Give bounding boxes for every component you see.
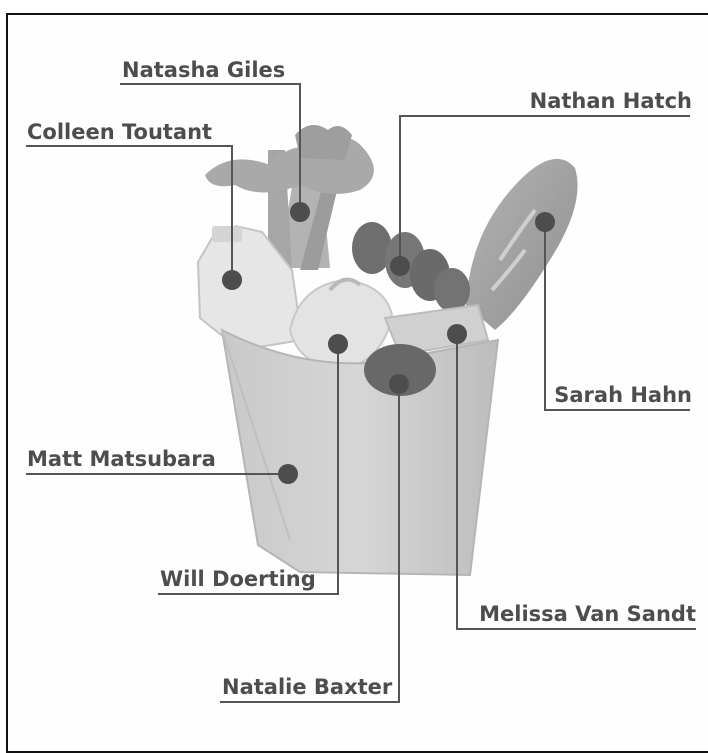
marker-sarah [535,212,555,232]
label-melissa: Melissa Van Sandt [479,602,696,626]
marker-matt [278,464,298,484]
label-will: Will Doerting [160,567,316,591]
label-natalie: Natalie Baxter [222,675,393,699]
marker-natalie [389,374,409,394]
marker-colleen [222,270,242,290]
label-sarah: Sarah Hahn [554,383,692,407]
label-nathan: Nathan Hatch [530,89,692,113]
label-matt: Matt Matsubara [27,447,216,471]
grocery-bag-illustration [198,125,578,575]
label-colleen: Colleen Toutant [27,120,212,144]
marker-will [328,334,348,354]
marker-natasha [290,202,310,222]
marker-melissa [447,324,467,344]
leader-sarah [545,222,690,410]
label-natasha: Natasha Giles [122,58,285,82]
marker-nathan [390,256,410,276]
baguette-illustration [466,159,578,330]
